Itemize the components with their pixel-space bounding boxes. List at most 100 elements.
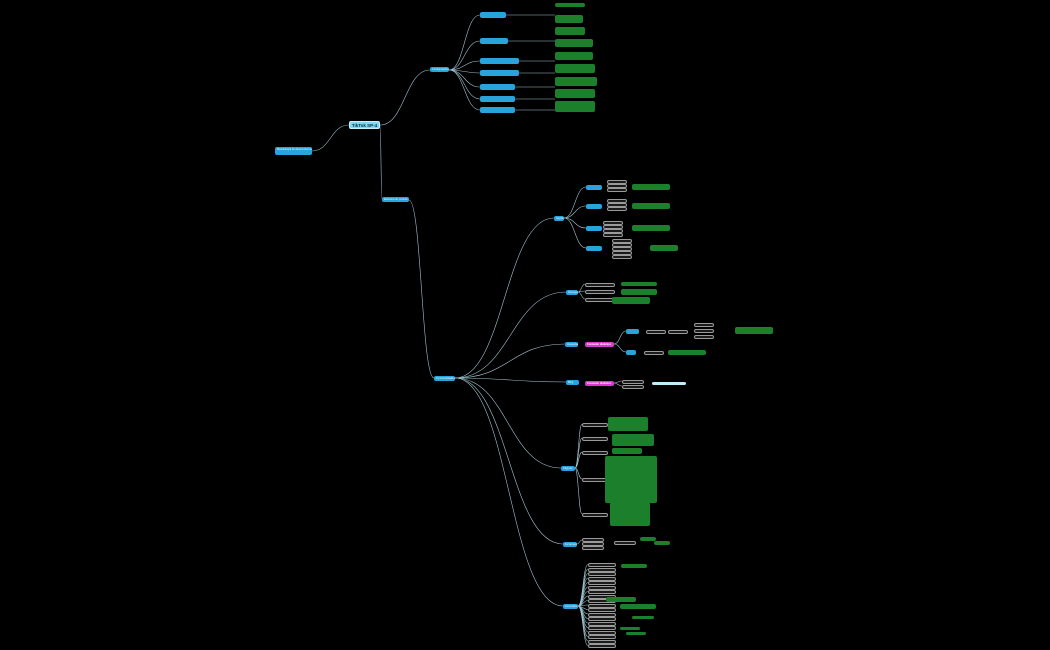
section-leaf[interactable] — [603, 233, 623, 237]
central-topic[interactable]: TikTok SP-4 — [349, 121, 380, 129]
form-leaf[interactable] — [588, 617, 616, 621]
topic-sections[interactable]: Seções — [554, 216, 564, 221]
config-note[interactable] — [555, 77, 597, 86]
tool-note[interactable] — [654, 541, 670, 545]
form-note[interactable] — [620, 627, 640, 630]
hosting-note[interactable] — [735, 327, 773, 334]
form-leaf[interactable] — [588, 567, 616, 572]
form-leaf[interactable] — [588, 608, 616, 612]
page-note[interactable] — [605, 456, 657, 503]
tool-note[interactable] — [640, 537, 656, 541]
form-leaf[interactable] — [588, 626, 616, 630]
section-item[interactable] — [586, 246, 602, 251]
section-leaf[interactable] — [612, 243, 632, 247]
form-leaf[interactable] — [588, 590, 616, 594]
hosting-leaf[interactable] — [694, 323, 714, 327]
section-leaf[interactable] — [612, 247, 632, 251]
form-leaf[interactable] — [588, 576, 616, 581]
section-leaf[interactable] — [607, 207, 627, 211]
section-leaf[interactable] — [603, 229, 623, 233]
section-leaf[interactable] — [607, 203, 627, 207]
form-leaf[interactable] — [588, 639, 616, 644]
dynamic-content-tag[interactable]: Conteúdo dinâmico — [585, 381, 614, 386]
section-note[interactable] — [632, 203, 670, 209]
config-item[interactable] — [480, 96, 515, 102]
form-leaf[interactable] — [588, 603, 616, 608]
config-note[interactable] — [555, 101, 595, 112]
topic-navigation[interactable]: Navegação — [566, 290, 578, 295]
section-note[interactable] — [632, 184, 670, 190]
form-note[interactable] — [632, 616, 654, 619]
form-note[interactable] — [621, 564, 647, 568]
hosting-leaf[interactable] — [668, 330, 688, 334]
page-note[interactable] — [612, 448, 642, 454]
section-leaf[interactable] — [607, 184, 627, 188]
page-note[interactable] — [612, 434, 654, 446]
form-leaf[interactable] — [588, 635, 616, 639]
page-leaf[interactable] — [582, 437, 608, 441]
form-leaf[interactable] — [588, 572, 616, 576]
tool-leaf[interactable] — [582, 538, 604, 542]
section-leaf[interactable] — [607, 199, 627, 203]
page-note[interactable] — [610, 502, 650, 526]
topic-tools[interactable]: Ferramentas — [563, 542, 577, 547]
topic-pages[interactable]: Páginas — [561, 466, 575, 471]
section-leaf[interactable] — [603, 221, 623, 225]
page-leaf[interactable] — [582, 513, 608, 517]
config-item[interactable] — [480, 107, 515, 113]
hosting-leaf[interactable] — [644, 351, 664, 355]
form-leaf[interactable] — [588, 585, 616, 590]
hosting-item[interactable] — [626, 350, 636, 355]
section-leaf[interactable] — [603, 225, 623, 229]
section-item[interactable] — [586, 204, 602, 209]
config-note[interactable] — [555, 39, 593, 47]
config-item[interactable] — [480, 12, 506, 18]
tool-leaf[interactable] — [582, 546, 604, 550]
section-item[interactable] — [586, 185, 602, 190]
page-leaf[interactable] — [582, 451, 608, 455]
topic-hosting[interactable]: Hospedagem — [565, 342, 578, 347]
form-leaf[interactable] — [588, 644, 616, 648]
page-leaf[interactable] — [582, 423, 608, 427]
section-leaf[interactable] — [612, 239, 632, 243]
blog-note[interactable] — [652, 382, 686, 385]
branch-settings[interactable]: Configurações — [430, 67, 449, 72]
section-note[interactable] — [650, 245, 678, 251]
form-note[interactable] — [606, 597, 636, 602]
page-note[interactable] — [608, 417, 648, 431]
form-leaf[interactable] — [588, 563, 616, 567]
nav-leaf[interactable] — [585, 290, 615, 294]
topic-blog[interactable]: Blog — [566, 380, 579, 385]
topic-forms[interactable]: Formulário — [563, 604, 578, 609]
nav-note[interactable] — [621, 282, 657, 286]
nav-note[interactable] — [621, 289, 657, 295]
config-item[interactable] — [480, 70, 519, 76]
config-note[interactable] — [555, 64, 595, 73]
dynamic-content-tag[interactable]: Conteúdo dinâmico — [585, 342, 614, 347]
tool-leaf[interactable] — [582, 542, 604, 546]
form-leaf[interactable] — [588, 612, 616, 617]
config-note[interactable] — [555, 15, 583, 23]
config-note[interactable] — [555, 89, 595, 98]
form-note[interactable] — [626, 632, 646, 635]
form-leaf[interactable] — [588, 630, 616, 635]
section-leaf[interactable] — [612, 251, 632, 255]
section-leaf[interactable] — [612, 255, 632, 259]
branch-methodology[interactable]: Metodologia de desenvolvimento — [275, 147, 312, 155]
hosting-leaf[interactable] — [694, 329, 714, 333]
branch-structure[interactable]: Estrutura do produto — [382, 197, 409, 202]
nav-leaf[interactable] — [585, 298, 615, 302]
form-leaf[interactable] — [588, 581, 616, 585]
section-leaf[interactable] — [607, 188, 627, 192]
nav-note[interactable] — [612, 297, 650, 304]
config-note[interactable] — [555, 3, 585, 7]
config-item[interactable] — [480, 58, 519, 64]
config-item[interactable] — [480, 84, 515, 90]
branch-features[interactable]: Funcionalidades — [434, 376, 455, 381]
nav-leaf[interactable] — [585, 283, 615, 287]
hosting-item[interactable] — [626, 329, 639, 334]
hosting-leaf[interactable] — [646, 330, 666, 334]
hosting-note[interactable] — [668, 350, 706, 355]
blog-leaf[interactable] — [622, 385, 644, 389]
config-item[interactable] — [480, 38, 508, 44]
